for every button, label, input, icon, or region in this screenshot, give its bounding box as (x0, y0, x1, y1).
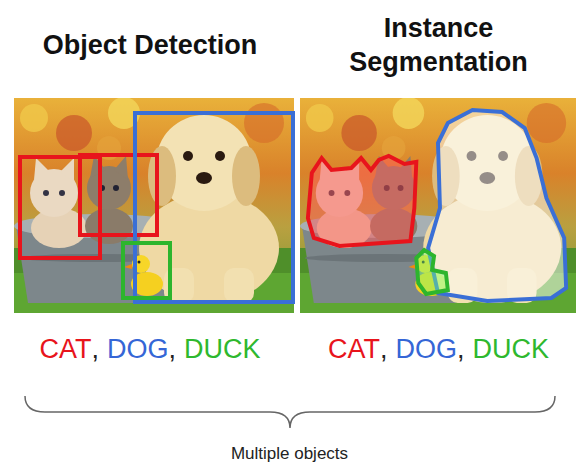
separator: , (169, 333, 177, 365)
detection-photo (14, 97, 294, 313)
class-name: DOG (395, 333, 457, 365)
segmentation-photo (300, 97, 576, 313)
separator: , (91, 333, 99, 365)
separator: , (380, 333, 388, 365)
separator: , (457, 333, 465, 365)
dog-mask (428, 110, 566, 301)
cat-box (20, 157, 100, 258)
duck-box (123, 243, 170, 298)
class-list: CAT,DOG,DUCK (298, 333, 579, 365)
cat-box (80, 155, 157, 235)
bracket (25, 396, 555, 428)
panel-heading: Instance Segmentation (298, 11, 579, 79)
duck-mask (416, 250, 448, 294)
class-name: DUCK (184, 333, 261, 365)
class-name: CAT (39, 333, 91, 365)
caption: Multiple objects (0, 444, 579, 464)
panel-heading: Object Detection (0, 28, 300, 62)
class-list: CAT,DOG,DUCK (0, 333, 300, 365)
class-name: DOG (107, 333, 169, 365)
cat-mask (308, 156, 416, 246)
class-name: DUCK (473, 333, 550, 365)
dog-box (135, 113, 293, 302)
class-name: CAT (328, 333, 380, 365)
